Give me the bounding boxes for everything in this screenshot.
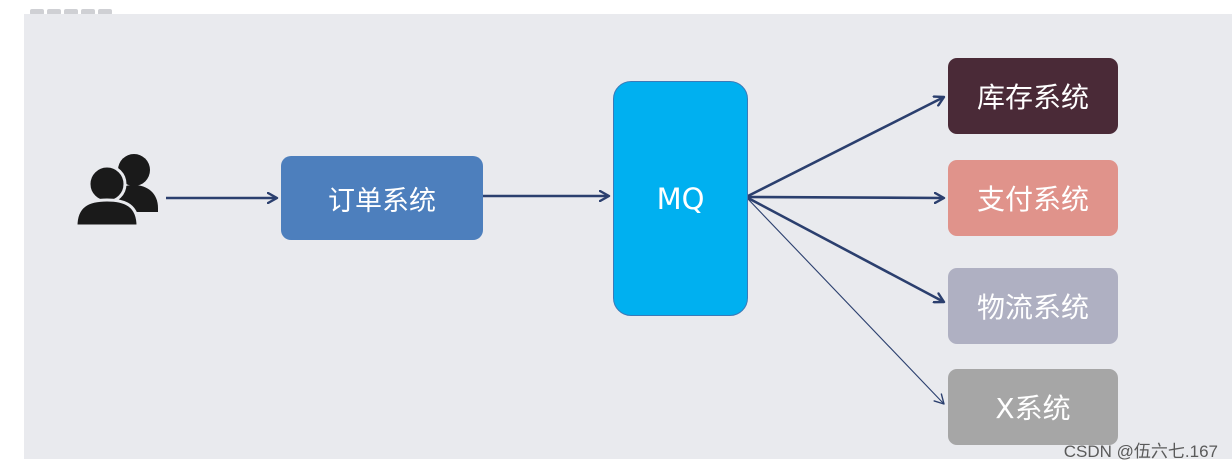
cropped-heading-fragment <box>30 0 130 14</box>
x-system-node: X系统 <box>948 369 1118 445</box>
order-system-node: 订单系统 <box>281 156 483 240</box>
mq-node: MQ <box>613 81 748 316</box>
logistics-system-node: 物流系统 <box>948 268 1118 344</box>
payment-system-label: 支付系统 <box>976 183 1089 216</box>
x-system-label: X系统 <box>995 392 1071 425</box>
users-icon <box>74 150 162 230</box>
order-system-label: 订单系统 <box>328 185 436 217</box>
payment-system-node: 支付系统 <box>948 160 1118 236</box>
watermark: CSDN @伍六七.167 <box>1063 442 1218 461</box>
mq-label: MQ <box>656 181 705 216</box>
inventory-system-node: 库存系统 <box>948 58 1118 134</box>
logistics-system-label: 物流系统 <box>976 291 1089 324</box>
inventory-system-label: 库存系统 <box>976 81 1089 114</box>
